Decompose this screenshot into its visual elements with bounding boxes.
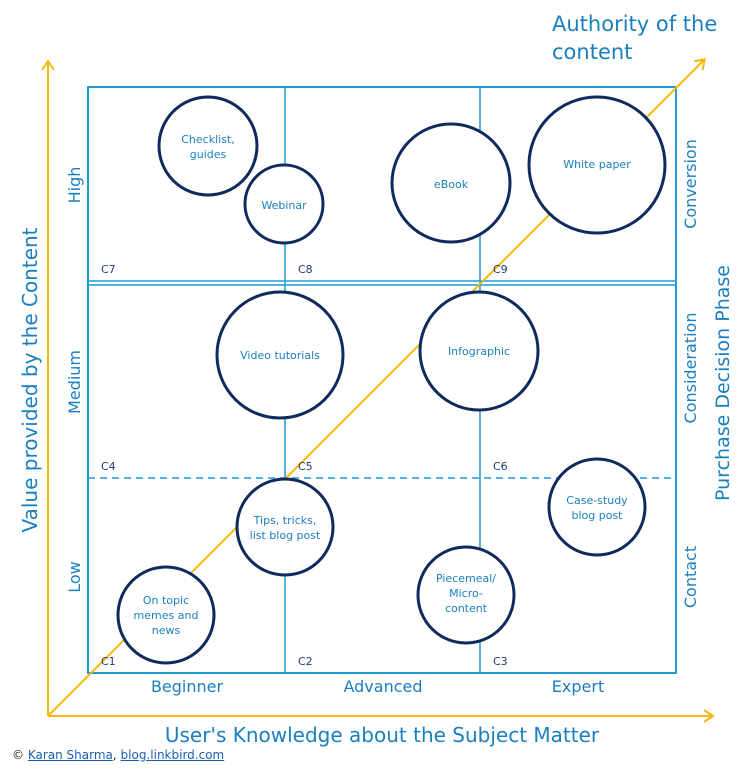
diagonal-label-line1: Authority of the — [552, 12, 717, 36]
diagonal-label-line2: content — [552, 40, 632, 64]
column-label-expert: Expert — [552, 677, 604, 696]
cell-label-c8: C8 — [298, 263, 313, 276]
phase-label-conversion: Conversion — [681, 139, 700, 229]
svg-text:memes and: memes and — [134, 609, 199, 622]
bubble-white-paper: White paper — [527, 95, 667, 235]
row-label-high: High — [65, 167, 84, 204]
site-link[interactable]: blog.linkbird.com — [120, 748, 225, 762]
bubble-piecemeal-micro-content: Piecemeal/ Micro- content — [416, 545, 516, 645]
cell-label-c2: C2 — [298, 655, 313, 668]
column-label-beginner: Beginner — [151, 677, 224, 696]
cell-label-c7: C7 — [101, 263, 116, 276]
svg-text:Infographic: Infographic — [448, 345, 510, 358]
matrix-border — [87, 86, 677, 674]
cell-label-c1: C1 — [101, 655, 116, 668]
column-label-advanced: Advanced — [343, 677, 422, 696]
bubble-video-tutorials: Video tutorials — [215, 290, 345, 420]
svg-text:Case-study: Case-study — [566, 494, 628, 507]
cell-label-c5: C5 — [298, 460, 313, 473]
right-axis-label: Purchase Decision Phase — [712, 265, 734, 501]
svg-text:Webinar: Webinar — [261, 199, 307, 212]
phase-label-contact: Contact — [681, 546, 700, 608]
bubble-tips-tricks-list-blog-post: Tips, tricks, list blog post — [235, 477, 335, 577]
bubble-webinar: Webinar — [243, 163, 325, 245]
svg-text:Checklist,: Checklist, — [181, 133, 235, 146]
author-link[interactable]: Karan Sharma — [27, 748, 113, 762]
x-axis-label: User's Knowledge about the Subject Matte… — [165, 723, 600, 747]
footer-separator: , — [112, 748, 117, 762]
footer-credit: © Karan Sharma, blog.linkbird.com — [12, 748, 224, 762]
cell-label-c9: C9 — [493, 263, 508, 276]
cell-label-c3: C3 — [493, 655, 508, 668]
svg-text:eBook: eBook — [434, 178, 469, 191]
svg-text:Tips, tricks,: Tips, tricks, — [253, 514, 317, 527]
phase-label-consideration: Consideration — [681, 313, 700, 424]
svg-text:Video tutorials: Video tutorials — [240, 349, 320, 362]
bubble-ebook: eBook — [390, 122, 512, 244]
row-label-low: Low — [65, 561, 84, 593]
y-axis-label: Value provided by the Content — [18, 227, 42, 532]
svg-text:On topic: On topic — [143, 594, 189, 607]
row-label-medium: Medium — [65, 350, 84, 414]
cell-label-c4: C4 — [101, 460, 116, 473]
svg-text:Micro-: Micro- — [449, 587, 483, 600]
bubble-case-study-blog-post: Case-study blog post — [547, 457, 647, 557]
svg-text:content: content — [445, 602, 488, 615]
cell-label-c6: C6 — [493, 460, 508, 473]
svg-text:Piecemeal/: Piecemeal/ — [436, 572, 496, 585]
svg-text:blog post: blog post — [571, 509, 623, 522]
bubble-on-topic-memes-news: On topic memes and news — [116, 565, 216, 665]
svg-text:list blog post: list blog post — [250, 529, 321, 542]
bubble-infographic: Infographic — [418, 290, 540, 412]
copyright-symbol: © — [12, 748, 24, 762]
svg-text:news: news — [152, 624, 181, 637]
svg-text:White paper: White paper — [563, 158, 631, 171]
bubble-checklist-guides: Checklist, guides — [157, 95, 259, 197]
svg-text:guides: guides — [190, 148, 227, 161]
